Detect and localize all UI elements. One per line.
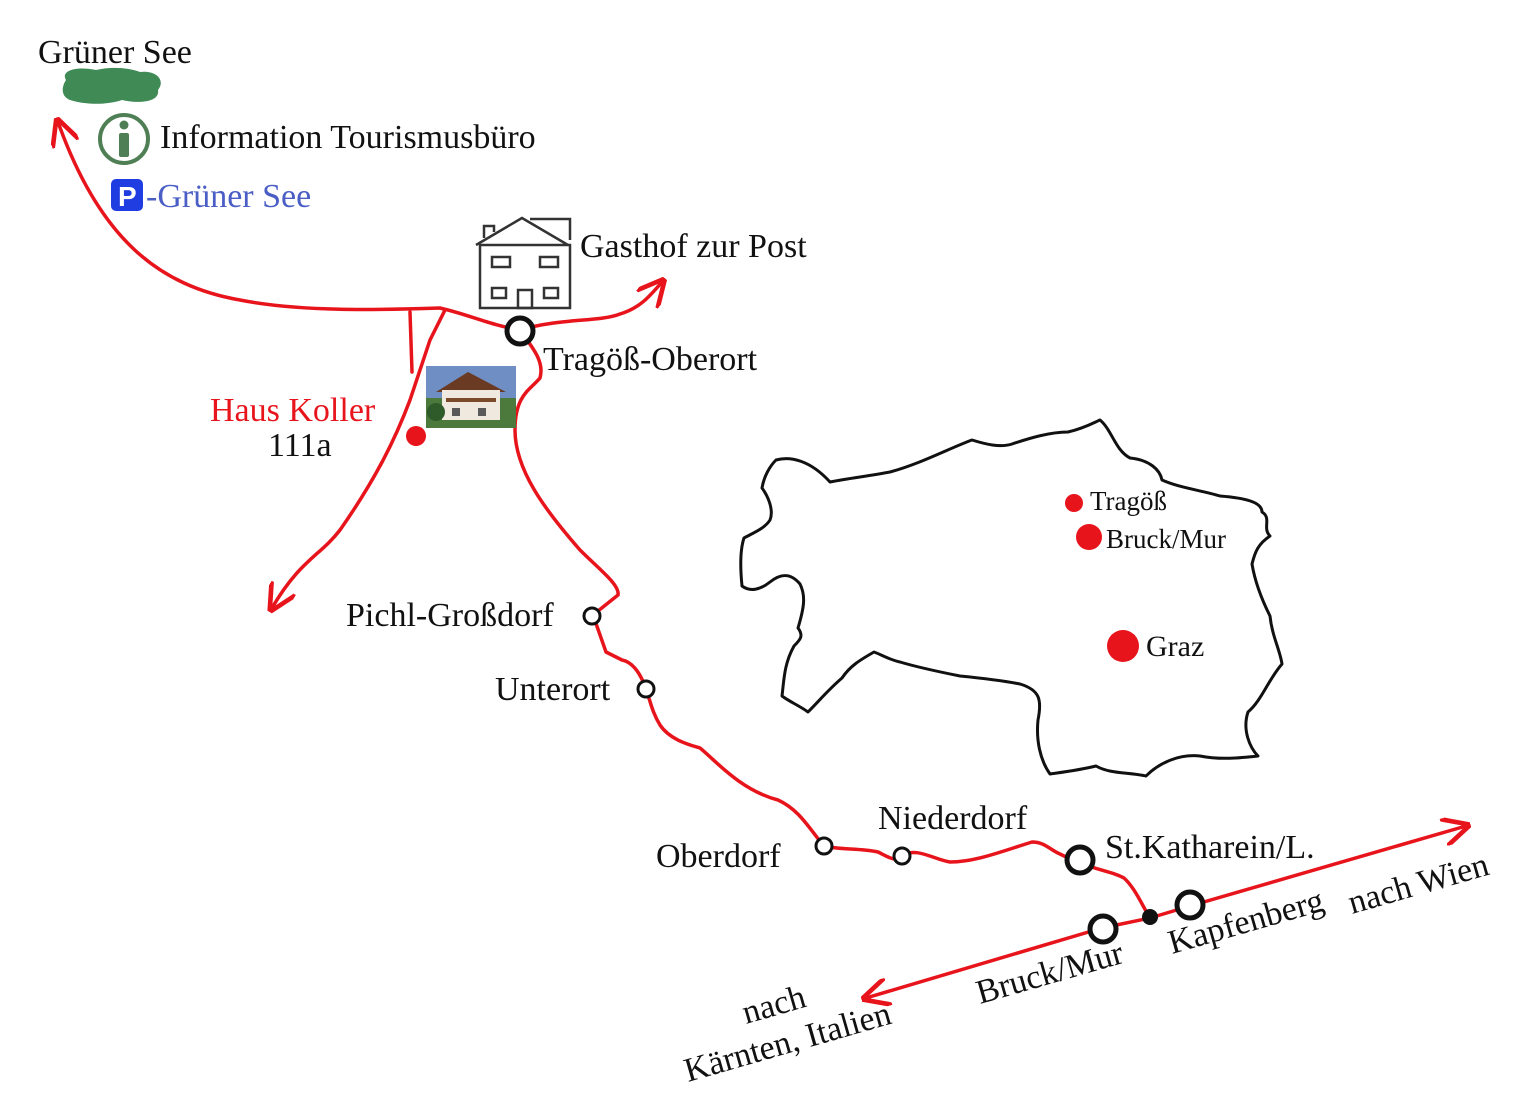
stop-kapfenberg xyxy=(1174,889,1206,921)
main-valley-road xyxy=(513,328,1152,920)
haus-koller-photo xyxy=(426,366,516,428)
label-pichl-grossdorf: Pichl-Großdorf xyxy=(346,597,554,634)
parking-icon: P xyxy=(111,179,143,212)
parking-label: -Grüner See xyxy=(146,178,311,215)
highway-to-kaernten xyxy=(866,926,1104,998)
inset-tragoess-dot xyxy=(1065,494,1083,512)
label-bruck-mur: Bruck/Mur xyxy=(972,934,1128,1011)
inset-label-bruck: Bruck/Mur xyxy=(1106,524,1226,554)
label-niederdorf: Niederdorf xyxy=(878,800,1028,837)
label-oberdorf: Oberdorf xyxy=(656,838,781,875)
haus-koller-marker xyxy=(406,426,426,446)
stop-unterort xyxy=(636,679,656,699)
stop-pichl-grossdorf xyxy=(582,606,602,626)
road-southwest xyxy=(272,308,447,608)
haus-koller-number: 111a xyxy=(268,427,332,464)
svg-text:P: P xyxy=(118,181,137,212)
label-nach-wien: nach Wien xyxy=(1344,846,1493,921)
road-to-gruener-see xyxy=(58,122,522,332)
inset-label-tragoess: Tragöß xyxy=(1090,486,1167,516)
styria-outline xyxy=(739,418,1284,778)
green-lake-shape xyxy=(62,67,161,104)
inset-bruck-dot xyxy=(1076,524,1102,550)
road-link xyxy=(408,310,414,374)
inset-label-graz: Graz xyxy=(1146,630,1204,663)
label-st-katharein: St.Katharein/L. xyxy=(1105,829,1315,866)
stop-tragoess-oberort xyxy=(504,315,536,347)
label-unterort: Unterort xyxy=(495,671,611,708)
guesthouse-label: Gasthof zur Post xyxy=(580,228,807,265)
stop-niederdorf xyxy=(892,846,912,866)
stop-st-katharein xyxy=(1064,844,1096,876)
info-label: Information Tourismusbüro xyxy=(160,119,536,156)
house-icon xyxy=(475,216,572,310)
junction-dot xyxy=(1142,909,1158,925)
haus-koller-name: Haus Koller xyxy=(210,392,376,429)
inset-graz-dot xyxy=(1107,630,1139,662)
lake-label: Grüner See xyxy=(38,34,192,71)
stop-bruck-mur xyxy=(1087,913,1119,945)
highway-to-wien xyxy=(1100,826,1466,930)
label-tragoess-oberort: Tragöß-Oberort xyxy=(543,341,758,378)
information-icon xyxy=(98,113,150,165)
road-east-from-oberort xyxy=(518,282,662,332)
stop-oberdorf xyxy=(814,836,834,856)
